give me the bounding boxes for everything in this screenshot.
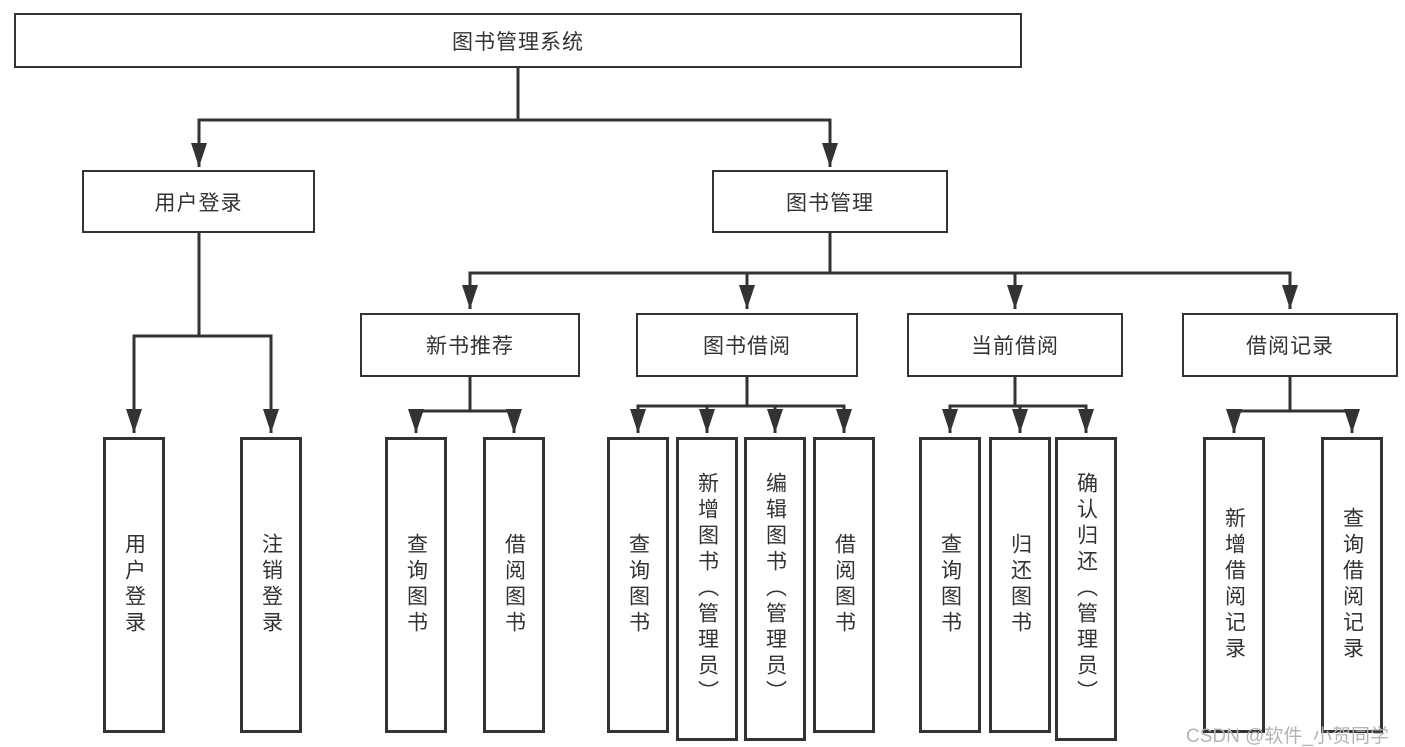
node-borrow-records: 借阅记录	[1182, 313, 1398, 377]
node-label: 查询图书	[626, 533, 650, 637]
leaf-borrow-books-recommend: 借阅图书	[483, 437, 545, 733]
node-current-borrow: 当前借阅	[907, 313, 1123, 377]
node-label: 新书推荐	[426, 335, 514, 358]
leaf-return-book: 归还图书	[989, 437, 1051, 733]
node-label: 查询图书	[938, 533, 962, 637]
node-label: 图书管理	[786, 191, 874, 215]
node-label: 当前借阅	[971, 335, 1059, 358]
node-label: 编辑图书（管理员）	[763, 472, 787, 706]
node-library-management-system: 图书管理系统	[14, 13, 1022, 68]
node-new-book-recommend: 新书推荐	[360, 313, 580, 377]
leaf-query-borrow-record: 查询借阅记录	[1321, 437, 1383, 733]
node-label: 图书管理系统	[452, 30, 584, 54]
leaf-add-borrow-record: 新增借阅记录	[1203, 437, 1265, 733]
node-label: 确认归还（管理员）	[1074, 472, 1098, 706]
leaf-query-books-recommend: 查询图书	[385, 437, 447, 733]
node-label: 图书借阅	[703, 335, 791, 358]
leaf-edit-book-admin: 编辑图书（管理员）	[744, 437, 806, 741]
node-label: 用户登录	[122, 533, 146, 637]
leaf-logout: 注销登录	[240, 437, 302, 733]
leaf-borrow-books: 借阅图书	[813, 437, 875, 733]
leaf-query-books-borrow: 查询图书	[607, 437, 669, 733]
node-label: 借阅记录	[1246, 335, 1334, 358]
node-user-login: 用户登录	[82, 170, 315, 233]
node-label: 借阅图书	[832, 533, 856, 637]
leaf-add-book-admin: 新增图书（管理员）	[676, 437, 738, 741]
leaf-query-books-current: 查询图书	[919, 437, 981, 733]
node-label: 新增借阅记录	[1222, 507, 1246, 663]
node-book-borrow: 图书借阅	[636, 313, 858, 377]
node-label: 新增图书（管理员）	[695, 472, 719, 706]
node-label: 借阅图书	[502, 533, 526, 637]
leaf-confirm-return-admin: 确认归还（管理员）	[1055, 437, 1117, 741]
leaf-user-login: 用户登录	[103, 437, 165, 733]
node-label: 查询图书	[404, 533, 428, 637]
node-label: 查询借阅记录	[1340, 507, 1364, 663]
node-label: 用户登录	[154, 191, 243, 215]
node-label: 归还图书	[1008, 533, 1032, 637]
node-label: 注销登录	[259, 533, 283, 637]
node-book-management: 图书管理	[712, 170, 948, 233]
csdn-watermark: CSDN @软件_小贺同学	[1186, 726, 1389, 747]
